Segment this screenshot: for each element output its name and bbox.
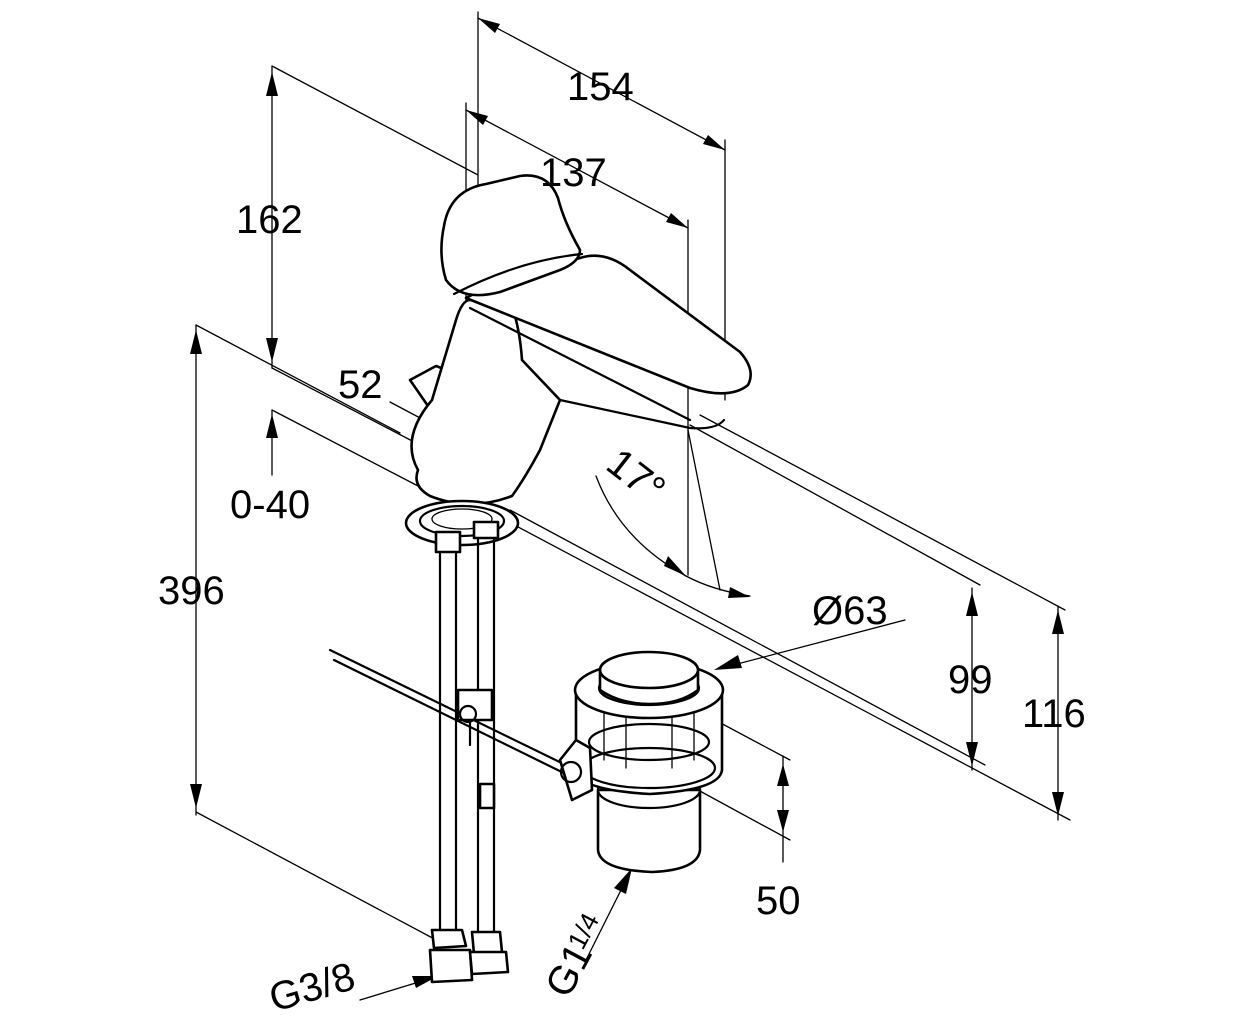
label-g3-8: G3/8 bbox=[264, 954, 359, 1020]
label-diameter-63: Ø63 bbox=[812, 589, 888, 633]
label-52: 52 bbox=[338, 363, 383, 407]
label-137: 137 bbox=[540, 151, 607, 195]
supply-hoses bbox=[428, 520, 510, 984]
label-50: 50 bbox=[756, 879, 801, 923]
pop-up-waste bbox=[558, 650, 725, 874]
label-116: 116 bbox=[1022, 692, 1086, 736]
label-162: 162 bbox=[236, 198, 303, 242]
angle-17 bbox=[595, 429, 751, 598]
dimension-116 bbox=[504, 414, 1071, 821]
faucet-body bbox=[404, 174, 752, 547]
dimension-0-40 bbox=[266, 409, 421, 488]
label-396: 396 bbox=[158, 569, 225, 613]
dimension-396 bbox=[190, 324, 441, 943]
label-99: 99 bbox=[948, 658, 993, 702]
leader-g3-8 bbox=[359, 976, 438, 1001]
leader-g1-1-4 bbox=[585, 868, 632, 961]
label-154: 154 bbox=[567, 65, 634, 109]
label-angle-17: 17° bbox=[598, 440, 673, 512]
pop-up-rod bbox=[328, 648, 580, 782]
dimension-99 bbox=[509, 424, 986, 771]
dimension-diameter-63 bbox=[714, 619, 906, 670]
label-0-40: 0-40 bbox=[230, 483, 310, 527]
label-g1-1-4: G1 1/4 bbox=[537, 908, 605, 1004]
dimension-162 bbox=[266, 65, 479, 446]
